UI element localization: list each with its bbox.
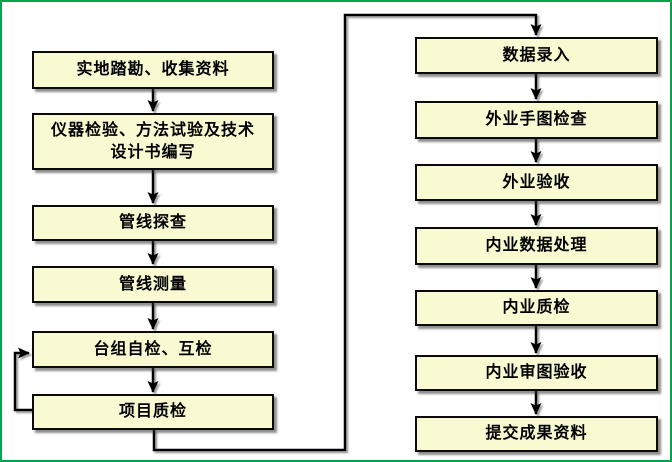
flow-box-submit-results: 提交成果资料 [415,416,658,452]
flow-box-office-map-review: 内业审图验收 [415,355,658,391]
flow-box-field-sketch-check: 外业手图检查 [415,101,658,139]
flow-box-office-data-processing: 内业数据处理 [415,227,658,265]
feedback-project-qc-to-team-check [13,347,32,412]
flow-box-team-check: 台组自检、互检 [32,331,274,368]
flow-box-field-acceptance: 外业验收 [415,164,658,201]
flow-box-project-qc: 项目质检 [32,394,274,430]
flow-box-pipeline-detection: 管线探查 [32,205,274,241]
flow-box-office-qc: 内业质检 [415,290,658,326]
flow-box-site-survey: 实地踏勘、收集资料 [32,51,274,89]
flow-box-instrument-check: 仪器检验、方法试验及技术 设计书编写 [32,113,274,170]
flow-box-data-entry: 数据录入 [415,37,658,74]
flow-box-pipeline-survey: 管线测量 [32,266,274,303]
